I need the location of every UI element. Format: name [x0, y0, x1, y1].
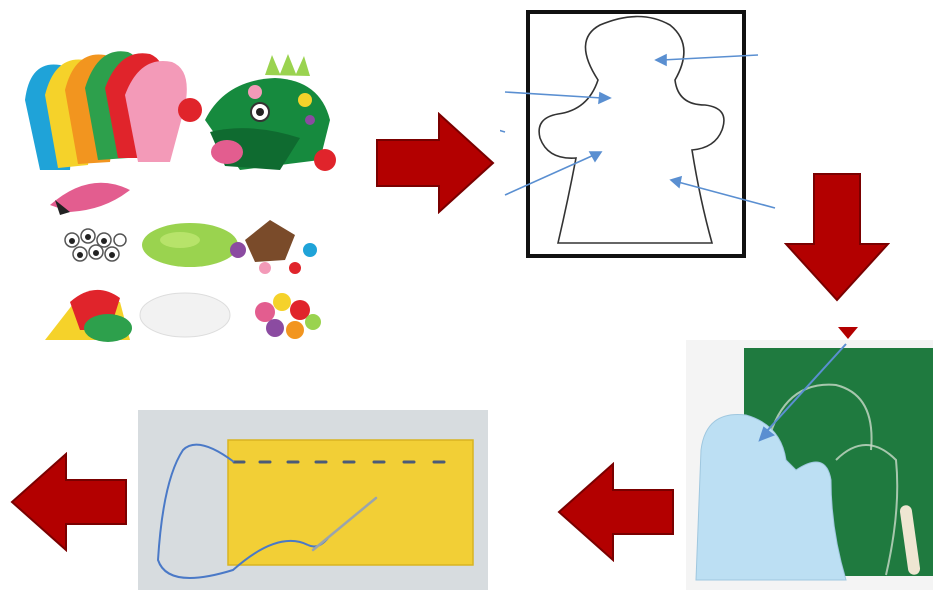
sewing-felt-icon — [138, 410, 488, 590]
sew-panel — [138, 410, 488, 590]
trace-on-felt-icon — [686, 340, 933, 590]
arrow-left-icon — [557, 462, 675, 562]
craft-supplies-icon — [10, 40, 345, 350]
arrow-down-icon — [784, 172, 890, 302]
hand-puppet-template-icon — [500, 10, 785, 260]
arrow-right-icon — [375, 112, 495, 214]
arrow-left-icon — [10, 452, 128, 552]
small-marker-icon — [836, 325, 860, 341]
trace-panel — [686, 340, 933, 590]
template-panel — [500, 10, 785, 260]
craft-supplies-panel — [10, 40, 345, 350]
